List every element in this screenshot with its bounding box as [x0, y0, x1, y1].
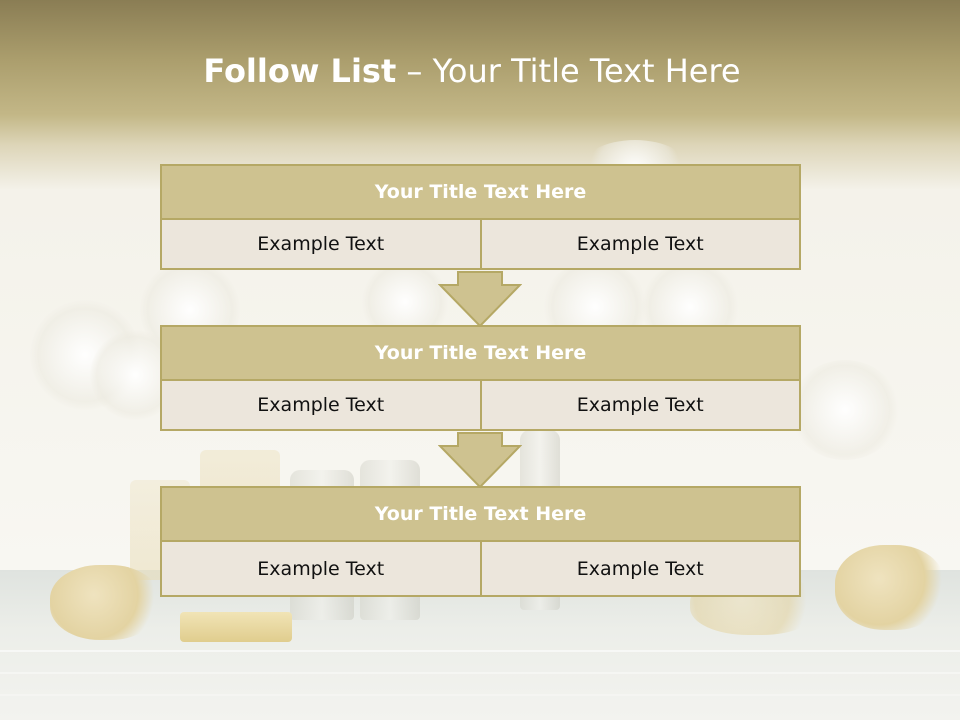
block-cell-right: Example Text	[479, 220, 801, 270]
slide-title-bold: Follow List	[203, 52, 397, 90]
block-row: Example Text Example Text	[160, 381, 801, 431]
water-ripple	[0, 650, 960, 652]
orchid-blossom	[790, 360, 900, 460]
water-ripple	[0, 672, 960, 674]
down-arrow-icon	[438, 432, 522, 488]
sponge	[835, 545, 945, 630]
slide-title-rest: – Your Title Text Here	[396, 52, 741, 90]
list-block: Your Title Text Here Example Text Exampl…	[160, 325, 801, 431]
list-block: Your Title Text Here Example Text Exampl…	[160, 486, 801, 597]
slide-title: Follow List – Your Title Text Here	[0, 52, 944, 90]
block-cell-right: Example Text	[479, 542, 801, 597]
list-block: Your Title Text Here Example Text Exampl…	[160, 164, 801, 270]
background-top-band	[0, 0, 960, 190]
block-cell-left: Example Text	[160, 542, 482, 597]
water-ripple	[0, 694, 960, 696]
block-row: Example Text Example Text	[160, 220, 801, 270]
soap-bar	[180, 612, 292, 642]
sponge	[50, 565, 160, 640]
block-title: Your Title Text Here	[160, 164, 801, 220]
block-cell-right: Example Text	[479, 381, 801, 431]
block-cell-left: Example Text	[160, 220, 482, 270]
block-title: Your Title Text Here	[160, 486, 801, 542]
block-row: Example Text Example Text	[160, 542, 801, 597]
block-title: Your Title Text Here	[160, 325, 801, 381]
block-cell-left: Example Text	[160, 381, 482, 431]
down-arrow-icon	[438, 271, 522, 327]
